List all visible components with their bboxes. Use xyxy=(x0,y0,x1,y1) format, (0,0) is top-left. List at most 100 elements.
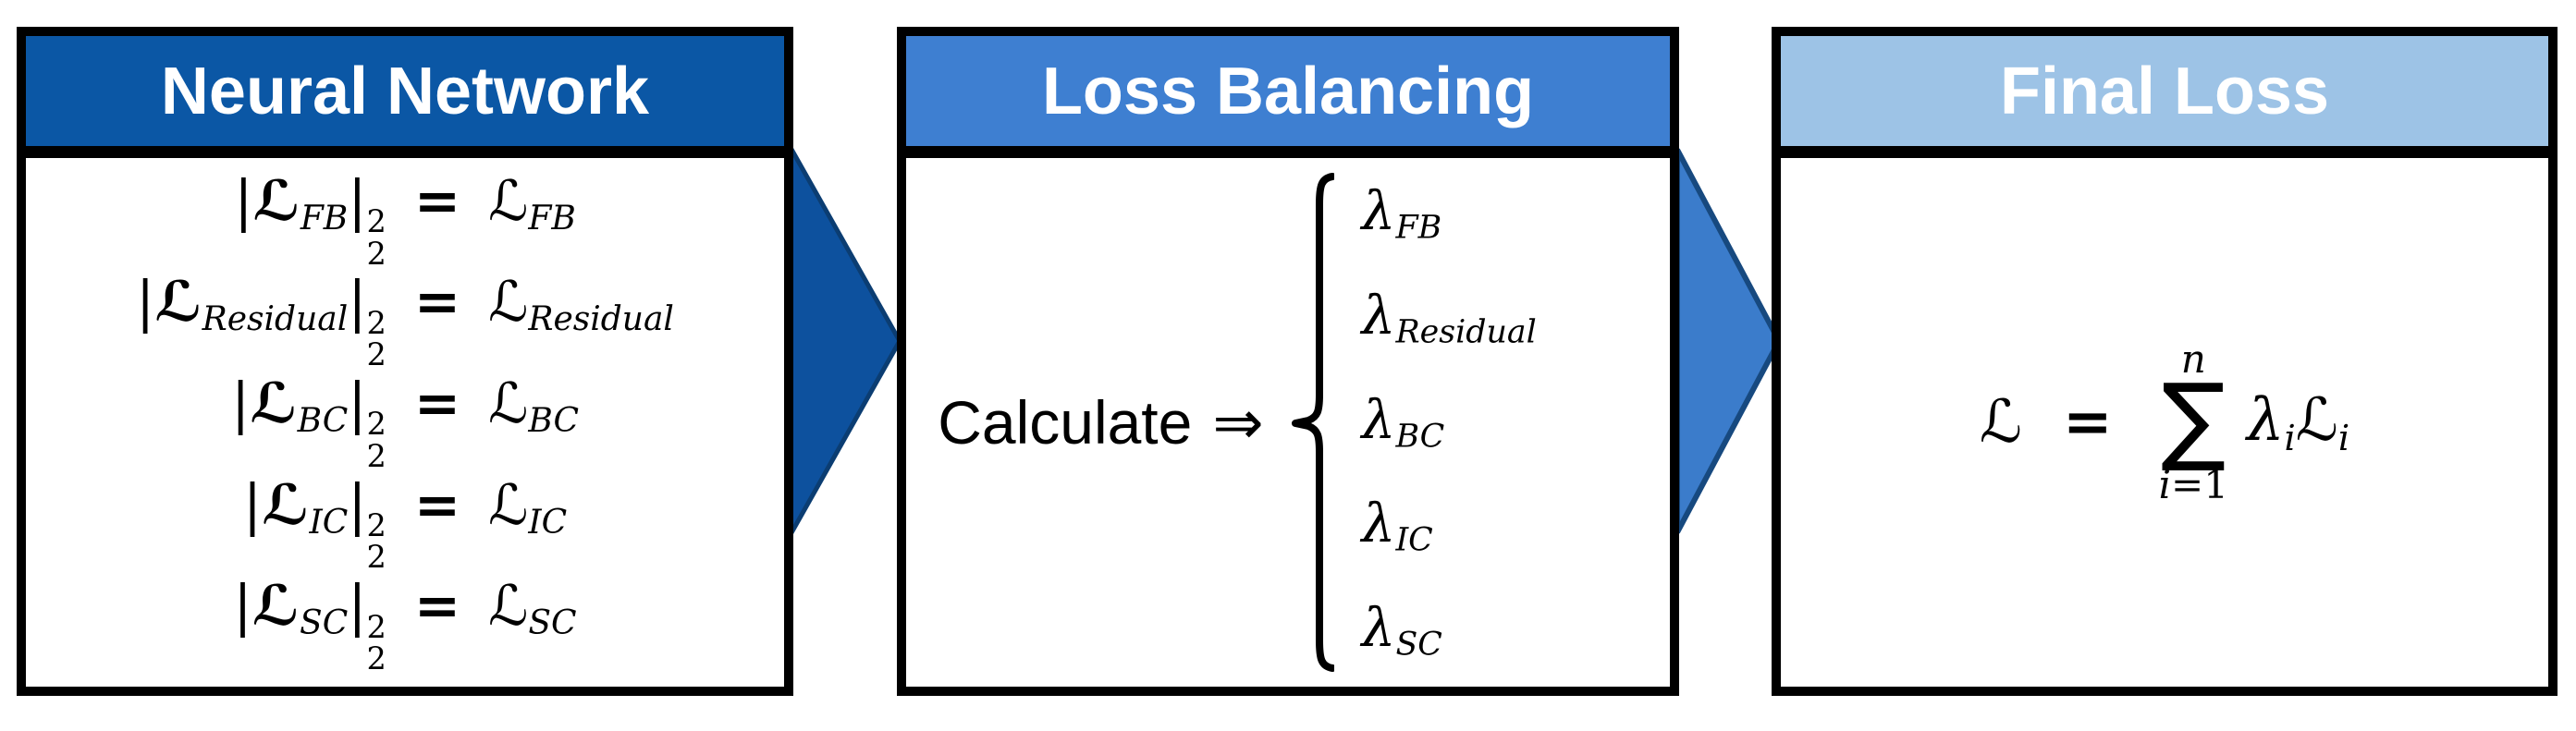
lambda-symbol: λ xyxy=(1361,596,1396,659)
subscript: BC xyxy=(528,402,580,441)
script-l-bold: ℒ xyxy=(251,574,301,640)
loss-balancing-header: Loss Balancing xyxy=(906,36,1670,158)
subscript-i: i xyxy=(2337,417,2350,459)
subscript: FB xyxy=(1395,209,1442,247)
summation-lower-limit: i=1 xyxy=(2159,466,2228,505)
right-arrow-icon xyxy=(788,143,902,539)
final-loss-equation: ℒ = n ∑ i=1 λiℒi xyxy=(1979,339,2350,506)
script-l: ℒ xyxy=(488,168,529,234)
subscript: FB xyxy=(300,199,349,238)
lambda-item-residual: λResidual xyxy=(1362,286,1537,350)
lambda-item-fb: λFB xyxy=(1361,179,1442,247)
one: 1 xyxy=(2203,462,2228,508)
final-loss-title: Final Loss xyxy=(1999,54,2330,128)
calculate-label-group: Calculate ⇒ xyxy=(938,387,1263,458)
lambda-symbol: λ xyxy=(1361,387,1396,451)
subscript: SC xyxy=(300,604,349,643)
right-arrow-icon xyxy=(1674,148,1783,534)
summation-symbol: ∑ xyxy=(2161,361,2226,475)
implies-arrow-icon: ⇒ xyxy=(1212,386,1264,458)
summation-group: n ∑ i=1 xyxy=(2159,339,2228,506)
script-l: ℒ xyxy=(2295,385,2338,455)
subscript: IC xyxy=(528,503,568,542)
subscript: BC xyxy=(1395,418,1445,456)
sub-2: 2 xyxy=(366,235,386,272)
lambda-symbol: λ xyxy=(1361,283,1396,347)
loss-balancing-body: Calculate ⇒ λFB λResidual λBC λIC λSC xyxy=(906,158,1670,687)
equals-sign: = xyxy=(413,372,461,436)
right-arrow-shape xyxy=(788,143,902,539)
equals-sign: = xyxy=(2062,387,2113,457)
equals-sign: = xyxy=(413,574,461,640)
subscript: BC xyxy=(297,402,349,441)
script-l: ℒ xyxy=(488,270,529,335)
script-l: ℒ xyxy=(488,574,529,640)
final-loss-body: ℒ = n ∑ i=1 λiℒi xyxy=(1781,158,2548,687)
subscript: SC xyxy=(1395,626,1442,664)
norm-bar: | xyxy=(242,472,263,538)
sup-2: 2 xyxy=(366,608,386,645)
sub-2: 2 xyxy=(366,437,386,474)
norm-bar: | xyxy=(348,472,367,538)
sup-2: 2 xyxy=(366,203,386,240)
lambda-item-bc: λBC xyxy=(1361,387,1445,456)
neural-network-title: Neural Network xyxy=(160,54,650,128)
equals-sign: = xyxy=(413,270,461,335)
script-l: ℒ xyxy=(488,472,529,538)
calculate-label: Calculate xyxy=(938,388,1193,457)
final-loss-box: Final Loss ℒ = n ∑ i=1 λiℒi xyxy=(1772,27,2558,696)
script-l-bold: ℒ xyxy=(262,472,310,538)
norm-bar: | xyxy=(233,574,252,640)
loss-balancing-box: Loss Balancing Calculate ⇒ λFB λResidual… xyxy=(897,27,1679,696)
lambda-item-ic: λIC xyxy=(1362,493,1433,559)
script-l-bold: ℒ xyxy=(250,372,298,436)
neural-network-header: Neural Network xyxy=(26,36,784,158)
script-l: ℒ xyxy=(1979,387,2022,457)
loss-balancing-title: Loss Balancing xyxy=(1041,54,1535,128)
equals-sign: = xyxy=(2171,462,2204,508)
sub-2: 2 xyxy=(366,539,386,576)
index-i: i xyxy=(2158,462,2171,508)
equals-sign: = xyxy=(413,168,461,234)
sup-2: 2 xyxy=(366,406,386,443)
right-arrow-shape xyxy=(1674,148,1783,534)
equals-sign: = xyxy=(413,472,461,538)
lambda-item-sc: λSC xyxy=(1361,596,1442,664)
subscript: IC xyxy=(309,503,349,542)
lambda-list: λFB λResidual λBC λIC λSC xyxy=(1361,179,1537,664)
lambda-symbol: λ xyxy=(2246,385,2285,455)
norm-bar: | xyxy=(348,270,367,335)
norm-bar: | xyxy=(348,168,367,234)
subscript: SC xyxy=(528,604,577,643)
subscript: Residual xyxy=(202,300,349,339)
norm-bar: | xyxy=(234,168,253,234)
curly-brace-path xyxy=(1291,173,1334,672)
subscript: IC xyxy=(1395,521,1433,559)
subscript: Residual xyxy=(1395,313,1537,351)
script-l-bold: ℒ xyxy=(154,270,202,335)
norm-bar: | xyxy=(348,372,367,436)
sup-2: 2 xyxy=(366,304,386,341)
subscript: Residual xyxy=(528,300,674,339)
final-loss-header: Final Loss xyxy=(1781,36,2548,158)
norm-bar: | xyxy=(348,574,367,640)
norm-bar: | xyxy=(230,372,251,436)
subscript: FB xyxy=(528,199,576,238)
norm-bar: | xyxy=(136,270,155,335)
script-l-bold: ℒ xyxy=(252,168,301,234)
sub-2: 2 xyxy=(366,336,386,373)
lambda-symbol: λ xyxy=(1361,179,1396,242)
curly-brace-icon xyxy=(1291,173,1334,672)
